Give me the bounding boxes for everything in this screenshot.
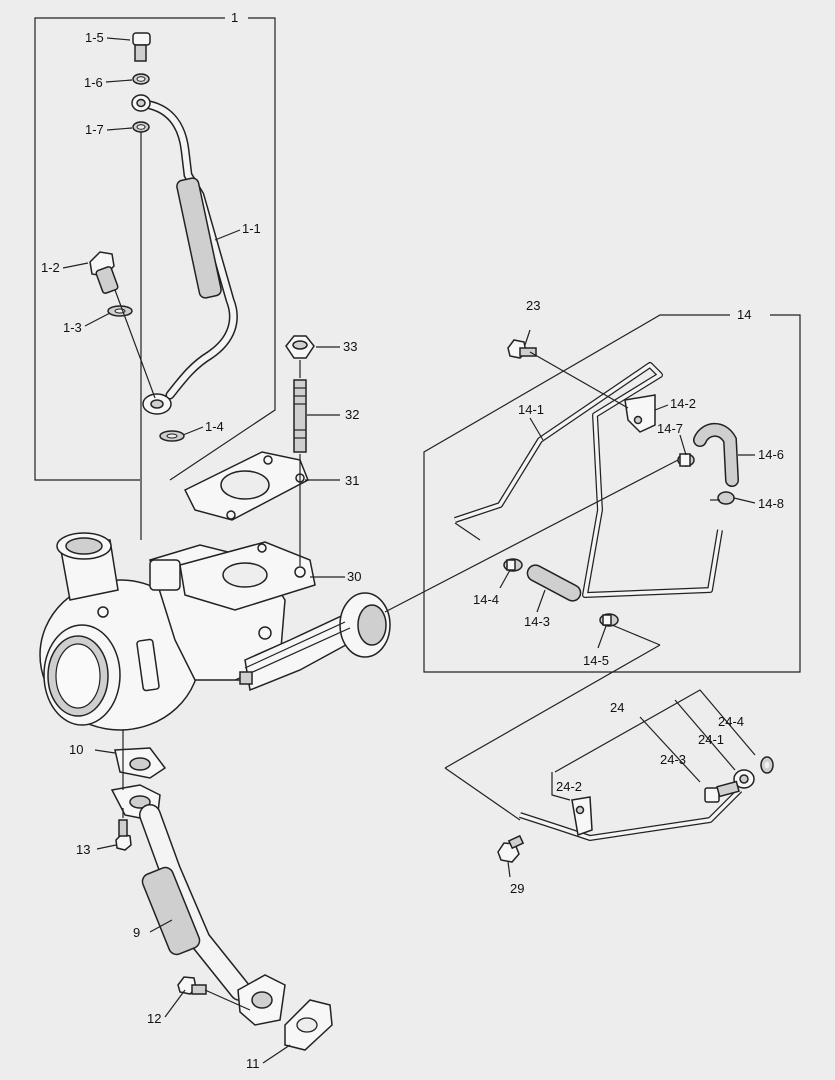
callout-11: 11	[246, 1056, 260, 1071]
washer-1-6	[132, 73, 150, 85]
callout-1-1: 1-1	[242, 221, 261, 236]
clamp-14-4	[503, 558, 523, 572]
callout-14-1: 14-1	[518, 402, 544, 417]
hose-14-3	[526, 564, 582, 602]
banjo-bolt-side	[89, 251, 119, 294]
group-24-bracket	[444, 689, 756, 821]
callout-9: 9	[133, 925, 140, 940]
callout-33: 33	[343, 339, 357, 354]
bolt-23	[507, 339, 537, 359]
bolt-29	[497, 834, 525, 863]
callout-1-4: 1-4	[205, 419, 224, 434]
drain-pipe-9	[110, 784, 286, 1026]
callout-14-4: 14-4	[473, 592, 499, 607]
callout-14-6: 14-6	[758, 447, 784, 462]
bolt-13	[115, 819, 132, 851]
bracket-14-2	[624, 394, 656, 433]
callout-24-1: 24-1	[698, 732, 724, 747]
callout-14-8: 14-8	[758, 496, 784, 511]
washer-1-3	[107, 305, 133, 317]
callout-1: 1	[231, 10, 238, 25]
callout-23: 23	[526, 298, 540, 313]
callout-1-7: 1-7	[85, 122, 104, 137]
callout-1-5: 1-5	[85, 30, 104, 45]
callout-30: 30	[347, 569, 361, 584]
drain-guide-lines	[122, 730, 251, 1011]
group-1-guide-lines	[114, 132, 156, 540]
washer-1-4	[159, 430, 185, 442]
callout-24-4: 24-4	[718, 714, 744, 729]
oil-feed-pipe	[131, 94, 238, 415]
banjo-bolt-top	[132, 32, 151, 62]
nut-33	[285, 335, 315, 359]
washer-1-7	[132, 121, 150, 133]
bolt-12	[177, 976, 207, 995]
callout-24: 24	[610, 700, 624, 715]
callout-14: 14	[737, 307, 751, 322]
callout-14-3: 14-3	[524, 614, 550, 629]
group-1-bracket	[34, 17, 276, 481]
callout-1-2: 1-2	[41, 260, 60, 275]
callout-24-2: 24-2	[556, 779, 582, 794]
callout-leaders	[62, 37, 756, 1064]
group-14-guide-lines	[384, 329, 679, 769]
clamp-14-5	[599, 613, 619, 627]
callout-labels: 1 1-5 1-6 1-7 1-1 1-2 1-3 1-4 33 32 31 3…	[41, 10, 784, 1071]
stud-32	[293, 379, 307, 453]
gasket-10	[114, 747, 167, 779]
washer-24-4	[760, 756, 774, 774]
callout-31: 31	[345, 473, 359, 488]
callout-24-3: 24-3	[660, 752, 686, 767]
callout-14-2: 14-2	[670, 396, 696, 411]
clamp-14-8	[710, 491, 735, 505]
group-14-bracket	[423, 314, 801, 673]
hose-14-6	[693, 422, 739, 487]
callout-13: 13	[76, 842, 90, 857]
callout-14-5: 14-5	[583, 653, 609, 668]
gasket-31	[183, 451, 309, 521]
callout-12: 12	[147, 1011, 161, 1026]
pipe-14-1	[454, 362, 723, 598]
gasket-11	[284, 999, 333, 1051]
pipe-24	[519, 769, 755, 841]
turbocharger	[39, 532, 391, 731]
bolt-24-3	[704, 780, 740, 803]
clamp-14-7	[677, 453, 695, 467]
callout-32: 32	[345, 407, 359, 422]
callout-29: 29	[510, 881, 524, 896]
stud-guide-lines	[299, 346, 340, 566]
callout-1-3: 1-3	[63, 320, 82, 335]
callout-14-7: 14-7	[657, 421, 683, 436]
callout-10: 10	[69, 742, 83, 757]
callout-1-6: 1-6	[84, 75, 103, 90]
